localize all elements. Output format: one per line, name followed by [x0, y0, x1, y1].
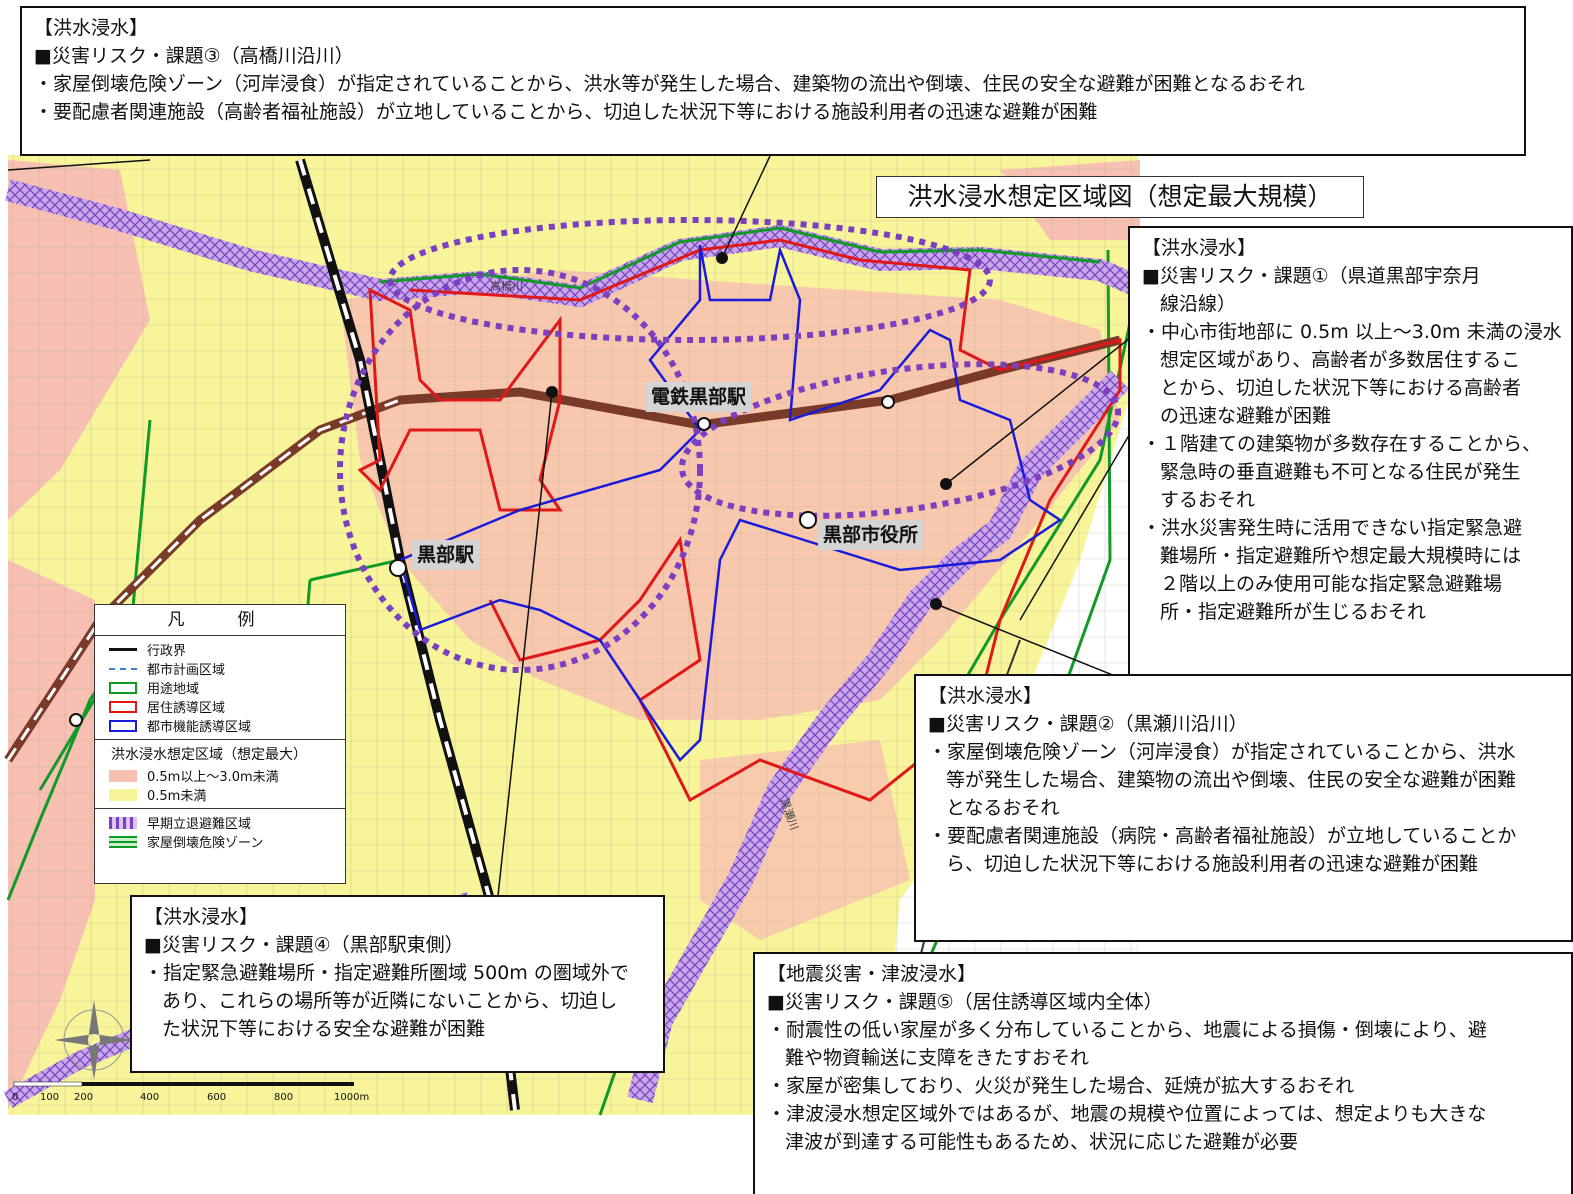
- callout-tag: 【洪水浸水】: [144, 906, 259, 928]
- railway-jr-dash: [298, 159, 517, 1111]
- callout-line: ・１階建ての建築物が多数存在することから、: [1142, 433, 1542, 455]
- evac-circle-north: [387, 217, 993, 343]
- legend-item-zoning: 用途地域: [95, 678, 345, 697]
- callout-tag: 【洪水浸水】: [928, 685, 1043, 707]
- legend-item-urban-function: 都市機能誘導区域: [95, 716, 345, 735]
- callout-line-b1: [945, 329, 1141, 485]
- callout-line: ２階以上のみ使用可能な指定緊急避難場: [1160, 573, 1503, 595]
- station-marker-kurobe: [389, 559, 407, 577]
- callout-line: ・要配慮者関連施設（高齢者福祉施設）が立地していることから、切迫した状況下等にお…: [34, 101, 1098, 123]
- callout-line: ら、切迫した状況下等における施設利用者の迅速な避難が困難: [946, 853, 1479, 875]
- evac-circle-west: [337, 267, 703, 673]
- callout-line: ・中心市街地部に 0.5m 以上～3.0m 未満の浸水: [1142, 321, 1562, 343]
- callout-line: とから、切迫した状況下等における高齢者: [1160, 377, 1522, 399]
- station-marker-west: [69, 713, 83, 727]
- residential-area-north: [357, 287, 563, 512]
- callout-line: ・指定緊急避難場所・指定避難所圏域 500m の圏域外で: [144, 962, 629, 984]
- callout-risk-2: 【洪水浸水】 ■災害リスク・課題②（黒瀬川沿川） ・家屋倒壊危険ゾーン（河岸浸食…: [914, 674, 1573, 942]
- legend-item-admin-boundary: 行政界: [95, 640, 345, 659]
- callout-title: ■災害リスク・課題③（高橋川沿川）: [34, 45, 354, 67]
- callout-line: ・洪水災害発生時に活用できない指定緊急避: [1142, 517, 1523, 539]
- map-legend: 凡 例 行政界 都市計画区域 用途地域 居住誘導区域 都市機能誘導区域 洪水浸水…: [94, 604, 346, 884]
- callout-tag: 【洪水浸水】: [34, 17, 149, 39]
- callout-tag: 【地震災害・津波浸水】: [767, 963, 977, 985]
- callout-risk-5: 【地震災害・津波浸水】 ■災害リスク・課題⑤（居住誘導区域内全体） ・耐震性の低…: [753, 952, 1573, 1194]
- callout-line: 難場所・指定避難所や想定最大規模時には: [1160, 545, 1522, 567]
- legend-title: 凡 例: [95, 605, 345, 636]
- callout-title: ■災害リスク・課題②（黒瀬川沿川）: [928, 713, 1248, 735]
- callout-line: あり、これらの場所等が近隣にないことから、切迫し: [162, 990, 618, 1012]
- callout-title: ■災害リスク・課題①（県道黒部宇奈月: [1142, 265, 1481, 287]
- evac-circle-east: [678, 361, 1122, 519]
- callout-dot-b4: [546, 386, 558, 398]
- takahashi-river: [5, 179, 1140, 308]
- railway-chitetsu-dash: [6, 398, 401, 761]
- callout-line: の迅速な避難が困難: [1160, 405, 1332, 427]
- callout-line: 津波が到達する可能性もあるため、状況に応じた避難が必要: [785, 1131, 1299, 1153]
- callout-line: 所・指定避難所が生じるおそれ: [1160, 601, 1427, 623]
- callout-line: となるおそれ: [946, 797, 1060, 819]
- callout-line: 等が発生した場合、建築物の流出や倒壊、住民の安全な避難が困難: [946, 769, 1517, 791]
- residential-area-main: [409, 238, 1122, 803]
- callout-line: た状況下等における安全な避難が困難: [162, 1018, 486, 1040]
- callout-dot-b1: [940, 478, 952, 490]
- legend-item-collapse-zone: 家屋倒壊危険ゾーン: [95, 832, 345, 851]
- callout-line: ・家屋が密集しており、火災が発生した場合、延焼が拡大するおそれ: [767, 1075, 1355, 1097]
- callout-risk-3: 【洪水浸水】 ■災害リスク・課題③（高橋川沿川） ・家屋倒壊危険ゾーン（河岸浸食…: [20, 6, 1526, 156]
- legend-item-early-evacuation: 早期立退避難区域: [95, 813, 345, 832]
- map-title: 洪水浸水想定区域図（想定最大規模）: [876, 176, 1364, 218]
- legend-item-residential: 居住誘導区域: [95, 697, 345, 716]
- callout-line: 想定区域があり、高齢者が多数居住するこ: [1160, 349, 1521, 371]
- callout-line: 難や物資輸送に支障をきたすおそれ: [785, 1047, 1090, 1069]
- legend-item-flood-deep: 0.5m以上～3.0m未満: [95, 766, 345, 785]
- callout-title: ■災害リスク・課題⑤（居住誘導区域内全体）: [767, 991, 1163, 1013]
- station-marker-dentetsu: [697, 417, 711, 431]
- takahashi-river-green: [379, 226, 1101, 290]
- callout-risk-4: 【洪水浸水】 ■災害リスク・課題④（黒部駅東側） ・指定緊急避難場所・指定避難所…: [130, 895, 665, 1073]
- callout-line-b3: [721, 155, 771, 259]
- city-hall-label: 黒部市役所: [818, 520, 924, 550]
- city-hall-marker: [799, 511, 817, 529]
- callout-line: ・耐震性の低い家屋が多く分布していることから、地震による損傷・倒壊により、避: [767, 1019, 1487, 1041]
- callout-line: 緊急時の垂直避難も不可となる住民が発生: [1160, 461, 1521, 483]
- callout-line: ・津波浸水想定区域外ではあるが、地震の規模や位置によっては、想定よりも大きな: [767, 1103, 1487, 1125]
- compass-rose-icon: [54, 1000, 134, 1080]
- legend-item-flood-shallow: 0.5m未満: [95, 785, 345, 804]
- legend-flood-title: 洪水浸水想定区域（想定最大）: [111, 747, 307, 763]
- callout-line-b4: [497, 391, 553, 897]
- railway-chitetsu: [4, 335, 1122, 763]
- admin-boundary: [7, 159, 1139, 621]
- callout-line: ・家屋倒壊危険ゾーン（河岸浸食）が指定されていることから、洪水: [928, 741, 1516, 763]
- station-marker-east: [881, 395, 895, 409]
- station-label-dentetsu-kurobe: 電鉄黒部駅: [646, 382, 752, 412]
- callout-dot-b3: [716, 252, 728, 264]
- callout-title: ■災害リスク・課題④（黒部駅東側）: [144, 934, 464, 956]
- callout-title-cont: 線沿線）: [1160, 293, 1237, 315]
- station-label-kurobe: 黒部駅: [412, 540, 480, 570]
- legend-item-city-planning: 都市計画区域: [95, 659, 345, 678]
- callout-line: するおそれ: [1160, 489, 1256, 511]
- callout-line: ・要配慮者関連施設（病院・高齢者福祉施設）が立地していることか: [928, 825, 1517, 847]
- river-label-takahashi: 高橋川: [490, 279, 523, 293]
- callout-risk-1: 【洪水浸水】 ■災害リスク・課題①（県道黒部宇奈月 線沿線） ・中心市街地部に …: [1128, 226, 1573, 688]
- callout-tag: 【洪水浸水】: [1142, 237, 1257, 259]
- scale-bar: [13, 1081, 354, 1087]
- urban-function-area: [398, 244, 1063, 762]
- callout-line: ・家屋倒壊危険ゾーン（河岸浸食）が指定されていることから、洪水等が発生した場合、…: [34, 73, 1305, 95]
- kurose-river: [627, 370, 1130, 1104]
- callout-dot-b2: [930, 598, 942, 610]
